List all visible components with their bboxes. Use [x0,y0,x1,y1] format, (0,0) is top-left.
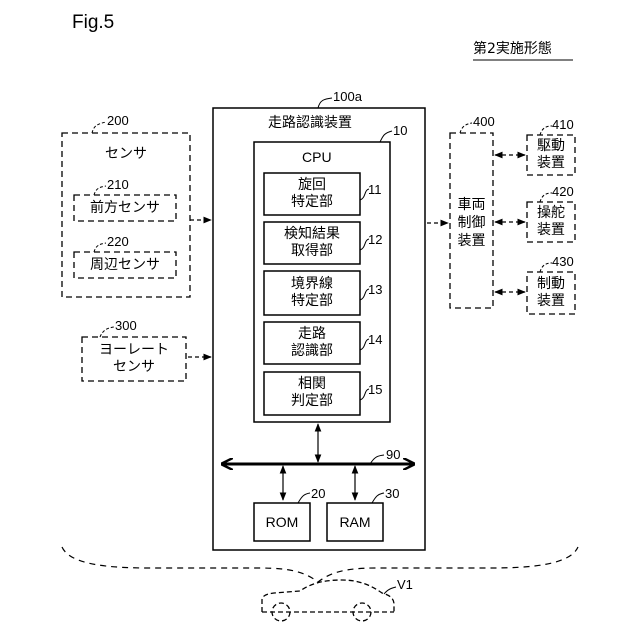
unit-label-14: 走路 認識部 [264,326,360,360]
sensor-ref: 200 [107,114,129,127]
bus-ref: 90 [386,448,400,461]
brake-ref: 430 [552,255,574,268]
vehicle-control-label: 車両 制御 装置 [450,196,493,250]
device-ref: 100a [333,90,362,103]
brake-label: 制動 装置 [527,276,575,310]
cpu-label: CPU [302,150,332,164]
ram-ref: 30 [385,487,399,500]
unit-ref-13: 13 [368,283,382,296]
unit-ref-11: 11 [368,183,382,196]
unit-ref-15: 15 [368,383,382,396]
steer-label: 操舵 装置 [527,205,575,239]
unit-ref-14: 14 [368,333,382,346]
surround-sensor-label: 周辺センサ [74,257,176,274]
embodiment-label: 第2実施形態 [473,42,552,56]
unit-label-12: 検知結果 取得部 [264,226,360,260]
device-label: 走路認識装置 [268,116,352,130]
ram-label: RAM [327,514,383,531]
steer-ref: 420 [552,185,574,198]
vehicle-bracket [62,547,578,582]
cpu-ref: 10 [393,124,407,137]
drive-label: 駆動 装置 [527,138,575,172]
vehicle-icon [262,580,394,621]
rom-ref: 20 [311,487,325,500]
vehicle-ref: V1 [397,578,413,591]
rom-label: ROM [254,514,310,531]
sensor-label: センサ [62,146,190,163]
unit-ref-12: 12 [368,233,382,246]
unit-label-15: 相関 判定部 [264,376,360,410]
drive-ref: 410 [552,118,574,131]
front-sensor-ref: 210 [107,178,129,191]
unit-label-13: 境界線 特定部 [264,276,360,310]
unit-label-11: 旋回 特定部 [264,177,360,211]
vehicle-control-ref: 400 [473,115,495,128]
surround-sensor-ref: 220 [107,235,129,248]
front-sensor-label: 前方センサ [74,200,176,217]
yaw-sensor-label: ヨーレート センサ [82,342,186,376]
figure-label: Fig.5 [72,13,114,32]
yaw-sensor-ref: 300 [115,319,137,332]
